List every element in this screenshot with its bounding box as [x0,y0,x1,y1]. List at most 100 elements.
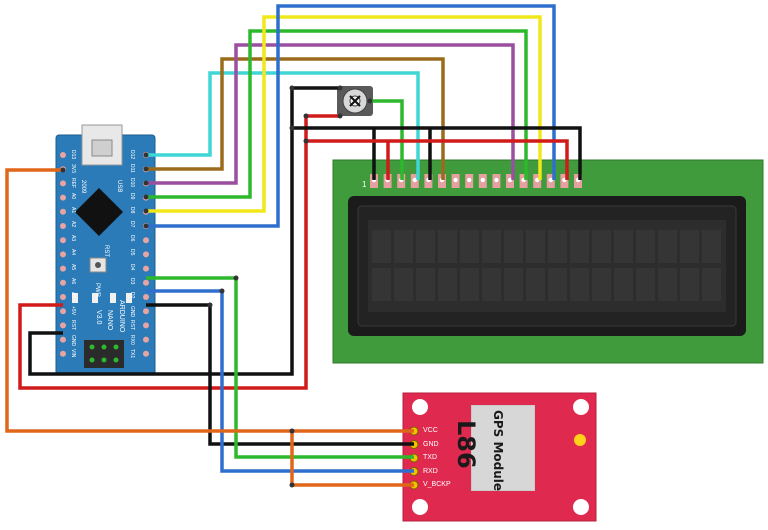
lcd-character-grid [372,230,721,301]
arduino-pin-left [60,237,66,244]
potentiometer [337,86,373,116]
lcd-char-cell [482,268,501,301]
wire-black [292,126,582,180]
arduino-pin-left [60,336,66,343]
arduino-pin-left [60,152,66,158]
lcd-char-cell [438,230,457,263]
gps-module-subtitle: GPS Module [491,410,505,492]
wire-blue [146,289,414,473]
wire-joint [337,113,343,119]
arduino-pwr-label: PWR [94,283,100,297]
wire-yellow [146,15,542,213]
lcd-pin-hole [467,177,472,183]
arduino-pin-label: D5 [129,249,135,256]
arduino-pin-right [143,294,149,300]
arduino-pin-label: A0 [70,192,76,199]
wire-joint [219,288,225,294]
arduino-pin-right [143,265,149,272]
lcd-pin-hole [453,177,458,183]
arduino-pin-right [143,322,149,329]
wires [5,4,582,488]
arduino-pin-right [143,336,149,343]
wire-joint [289,85,295,91]
arduino-pin-left [60,208,66,215]
lcd-pin-hole [507,177,513,183]
arduino-pin-left [60,265,66,272]
lcd-char-cell [460,230,479,263]
arduino-pin-left [60,308,66,315]
arduino-pin-label: RST [129,320,135,331]
lcd-char-cell [636,230,655,263]
wire-joint [143,208,149,214]
lcd-char-cell [702,268,721,301]
arduino-usb-label: USB [116,180,122,193]
lcd-char-cell [372,268,391,301]
gps-pin-label: V_BCKP [423,481,451,488]
lcd-char-cell [614,268,633,301]
lcd-char-cell [658,230,677,263]
lcd-module [332,159,764,364]
arduino-pin-label: TX1 [129,348,135,358]
wire-joint [289,482,295,488]
arduino-pin-label: D11 [129,164,135,173]
arduino-pin-label: GND [70,334,76,346]
arduino-pin-left [60,223,66,229]
arduino-pin-left [60,194,66,201]
lcd-char-cell [702,230,721,263]
arduino-pin-right [143,279,149,286]
arduino-pin-label: REF [70,178,76,189]
lcd-char-cell [548,268,567,301]
arduino-pin-right [143,251,149,258]
wire-joint [289,125,295,131]
gps-pin-label: RXD [423,467,438,475]
arduino-pin-label: A4 [70,249,76,256]
lcd-char-cell [658,268,677,301]
lcd-char-cell [438,268,457,301]
arduino-pin-left [60,279,66,286]
arduino-pin-label: D2 [129,292,135,299]
lcd-char-cell [680,230,699,263]
arduino-pin-label: D3 [129,277,135,285]
arduino-pin-right [143,308,149,315]
arduino-pin-left [60,350,66,357]
arduino-pin-label: D13 [70,150,76,160]
wire-joint [143,194,149,200]
lcd-char-cell [526,230,545,263]
wire-red [306,139,569,180]
wire-joint [60,167,66,173]
wire-green [146,276,414,459]
lcd-char-cell [592,268,611,301]
arduino-pin-label: A6 [70,277,76,284]
wire-joint [289,428,295,434]
lcd-pin-hole [494,177,499,183]
arduino-rst-label: RST [103,245,109,257]
wire-joint [207,302,213,308]
arduino-version: V3.0 [95,310,102,325]
lcd-char-cell [548,230,567,263]
wire-brown [146,57,445,180]
arduino-model: NANO [106,310,113,331]
arduino-pin-label: D12 [129,150,135,160]
wire-joint [143,166,149,172]
gps-chip-name: L86 [452,420,480,469]
arduino-pin-label: VIN [70,348,76,358]
lcd-char-cell [372,230,391,263]
lcd-char-cell [416,230,435,263]
arduino-pin-label: D4 [129,263,135,270]
gps-pin-label: TXD [423,454,437,461]
arduino-pin-label: A1 [70,206,76,213]
lcd-pin-hole [412,177,417,183]
lcd-pin-hole [548,177,553,183]
lcd-char-cell [636,268,655,301]
wire-blue [146,4,556,228]
arduino-board-name: ARDUINO [118,300,125,333]
arduino-pin-left [60,294,66,300]
icsp-header [84,340,124,368]
wire-black [28,86,340,376]
arduino-pin-left [60,322,66,329]
arduino-pin-label: D6 [129,235,135,242]
arduino-pin-label: A5 [70,263,76,270]
arduino-pin-label: A3 [70,235,76,242]
arduino-year-label: 2009 [80,180,86,194]
